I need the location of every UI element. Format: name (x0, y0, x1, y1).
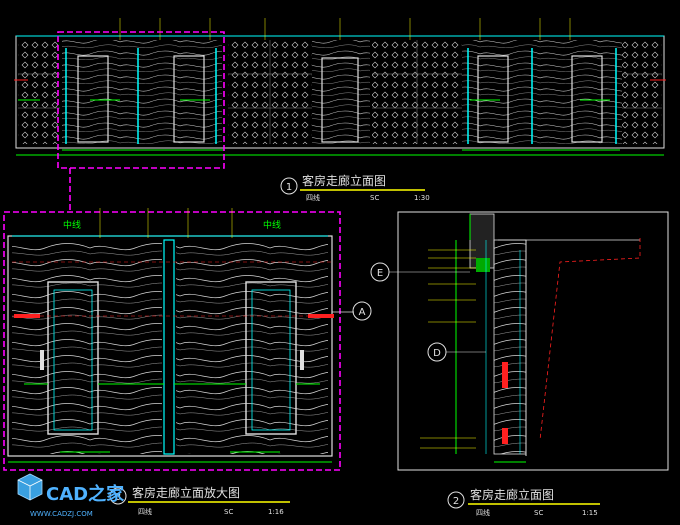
enlarged-door-right (245, 281, 297, 435)
top-panel-wood-3 (462, 40, 622, 144)
top-panel-wood-1 (62, 40, 222, 144)
section-green-block (476, 258, 490, 272)
section-marker-e: E (377, 268, 383, 279)
enlarged-door-left (47, 281, 99, 435)
drawing-number-circle-3 (109, 487, 127, 505)
title-block-2: 2 客房走廊立面图 四线 SC 1:15 (447, 487, 600, 517)
section-marker-d: D (433, 348, 441, 359)
section-red-block-2 (502, 428, 508, 444)
enlarged-wood-left (12, 240, 162, 454)
enlarged-door-right-inner (251, 289, 291, 431)
sheet-code-1: 四线 (306, 193, 320, 202)
enlarged-elevation: 中线 中线 A (7, 208, 372, 463)
watermark-logo: CAD之家 WWW.CADZJ.COM (17, 473, 125, 518)
drawing-number-circle-2 (447, 491, 465, 509)
section-frame (397, 211, 669, 471)
door-handle-right (300, 350, 304, 370)
top-panel-diamond-4 (622, 40, 662, 144)
watermark-text: CAD之家 (46, 483, 125, 505)
top-panel-diamond-1 (18, 40, 60, 144)
section-detail: E D (370, 211, 669, 471)
scale-1: 1:30 (414, 194, 430, 202)
sheet-code-2: 四线 (476, 508, 490, 517)
door-handle-left (40, 350, 44, 370)
centerline-label-left: 中线 (63, 219, 81, 231)
top-panel-wood-2 (312, 40, 370, 144)
top-door-5 (571, 55, 603, 143)
top-elevation (14, 18, 666, 156)
watermark-url: WWW.CADZJ.COM (30, 510, 93, 518)
scale-2: 1:15 (582, 509, 598, 517)
drawing-number-3: 3 (115, 492, 121, 503)
drawing-title-3: 客房走廊立面放大图 (132, 485, 240, 500)
drawing-title-1: 客房走廊立面图 (302, 173, 386, 188)
drawing-number-2: 2 (453, 496, 459, 507)
section-red-block-1 (502, 362, 508, 388)
section-marker-a-circle (352, 301, 372, 321)
top-door-2 (173, 55, 205, 143)
enlarged-door-left-inner (53, 289, 93, 431)
drawing-number-circle-1 (280, 177, 298, 195)
sheet-code-3: 四线 (138, 507, 152, 516)
title-block-3: 3 客房走廊立面放大图 四线 SC 1:16 (109, 485, 290, 516)
enlarged-pilaster (163, 239, 175, 455)
centerline-label-right: 中线 (263, 219, 281, 231)
drawing-number-1: 1 (286, 182, 292, 193)
section-panel (493, 239, 527, 455)
top-door-4 (477, 55, 509, 143)
title-block-1: 1 客房走廊立面图 四线 SC 1:30 (280, 173, 430, 202)
scale-prefix-2: SC (534, 509, 543, 517)
section-marker-a: A (359, 307, 366, 318)
top-door-1 (77, 55, 109, 143)
top-door-3 (321, 57, 359, 143)
scale-prefix-1: SC (370, 194, 379, 202)
enlargement-callout (3, 31, 341, 471)
scale-prefix-3: SC (224, 508, 233, 516)
drawing-title-2: 客房走廊立面图 (470, 487, 554, 502)
scale-3: 1:16 (268, 508, 284, 516)
